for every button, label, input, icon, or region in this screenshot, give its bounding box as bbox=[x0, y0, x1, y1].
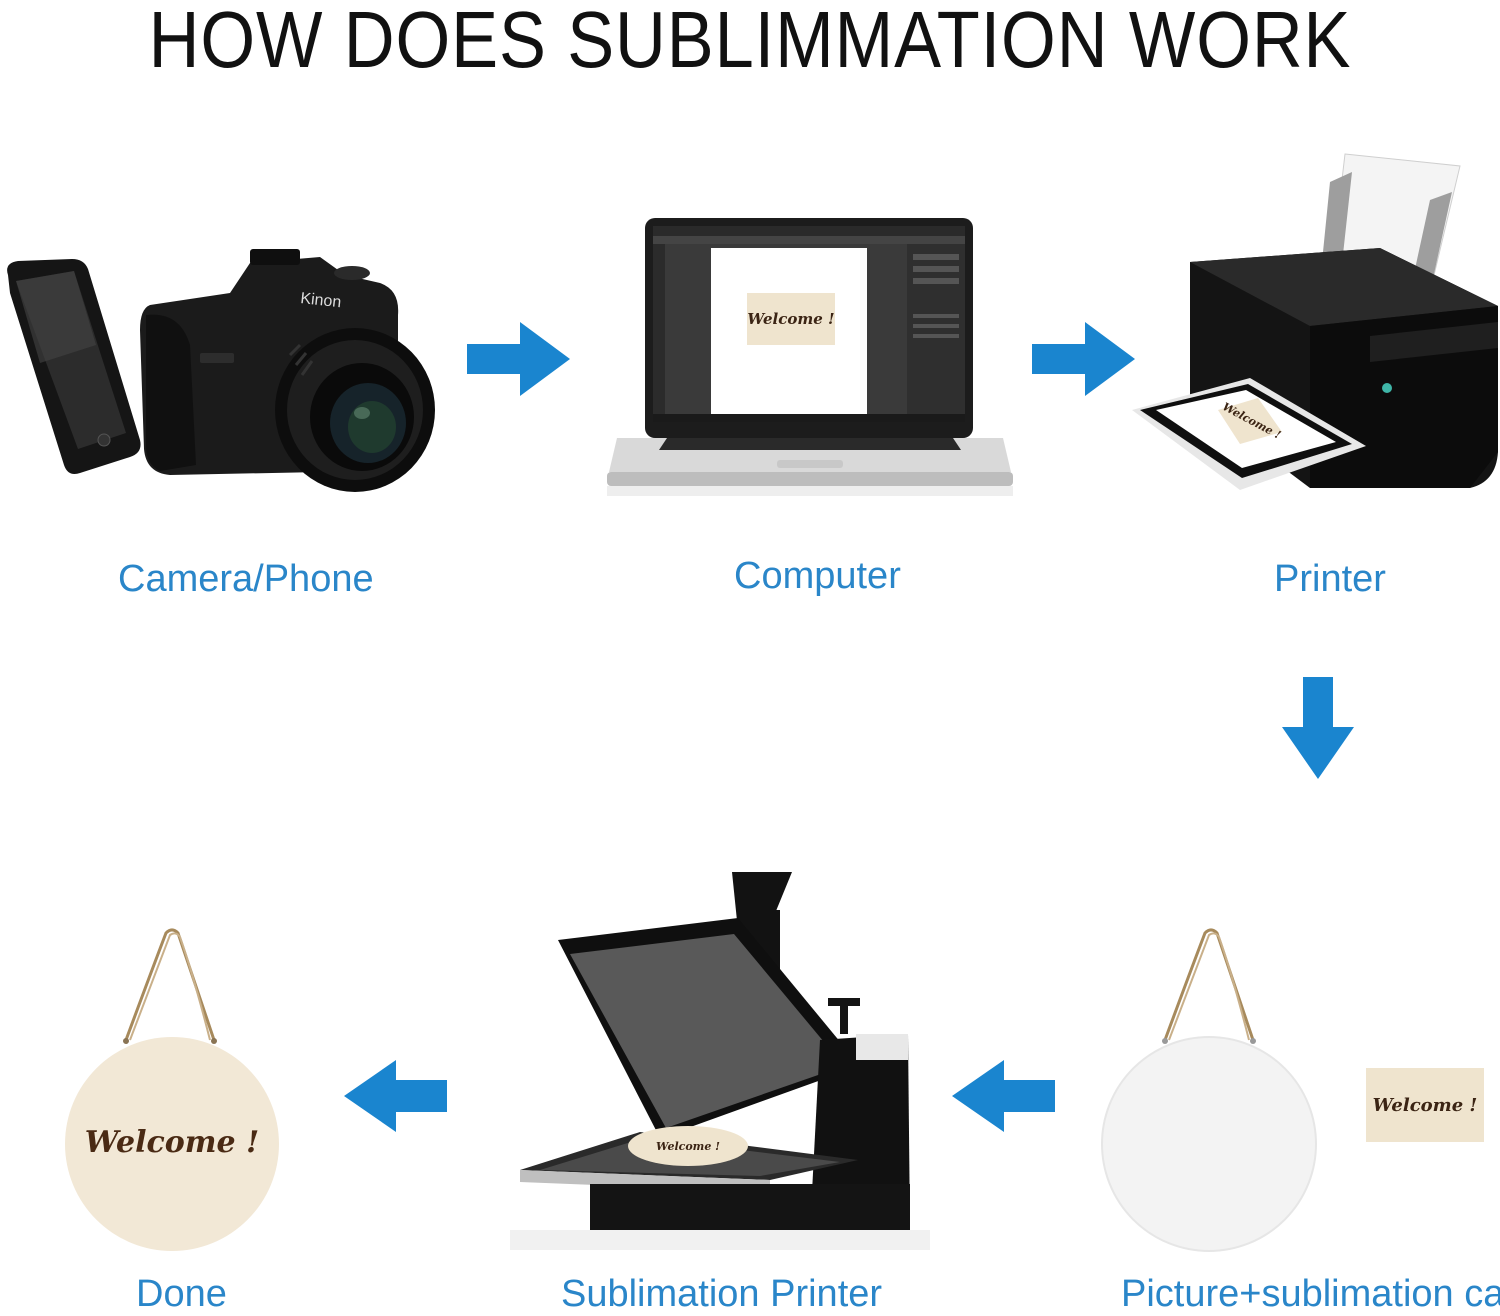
screen-welcome-text: Welcome ! bbox=[747, 310, 834, 328]
card-welcome-text: Welcome ! bbox=[1373, 1095, 1478, 1116]
blank-sign-illustration bbox=[1101, 928, 1317, 1252]
printer-illustration: Welcome ! bbox=[1132, 153, 1498, 490]
done-label: Done bbox=[136, 1273, 227, 1315]
camera-phone-label: Camera/Phone bbox=[118, 558, 374, 600]
arrow-right-icon bbox=[1032, 322, 1135, 396]
arrow-left-icon bbox=[344, 1060, 447, 1132]
press-plate-text: Welcome ! bbox=[656, 1140, 720, 1153]
camera-brand: Kinon bbox=[300, 290, 342, 311]
camera-icon: Kinon bbox=[140, 249, 435, 492]
done-sign-text: Welcome ! bbox=[85, 1125, 259, 1160]
arrow-right-icon bbox=[467, 322, 570, 396]
heat-press-illustration: Welcome ! bbox=[510, 870, 930, 1250]
laptop-illustration: Welcome ! bbox=[607, 218, 1013, 496]
sublimation-card: Welcome ! bbox=[1366, 1068, 1484, 1142]
picture-card-label: Picture+sublimation card bbox=[1121, 1273, 1500, 1315]
printer-label: Printer bbox=[1274, 558, 1386, 600]
camera-phone-illustration: Kinon bbox=[7, 249, 435, 492]
sublimation-printer-label: Sublimation Printer bbox=[561, 1273, 883, 1315]
phone-icon bbox=[7, 259, 141, 474]
done-sign-illustration: Welcome ! bbox=[65, 928, 279, 1251]
arrow-left-icon bbox=[952, 1060, 1055, 1132]
computer-label: Computer bbox=[734, 555, 901, 597]
page-title: HOW DOES SUBLIMMATION WORK bbox=[148, 0, 1352, 84]
arrow-down-icon bbox=[1282, 677, 1354, 779]
